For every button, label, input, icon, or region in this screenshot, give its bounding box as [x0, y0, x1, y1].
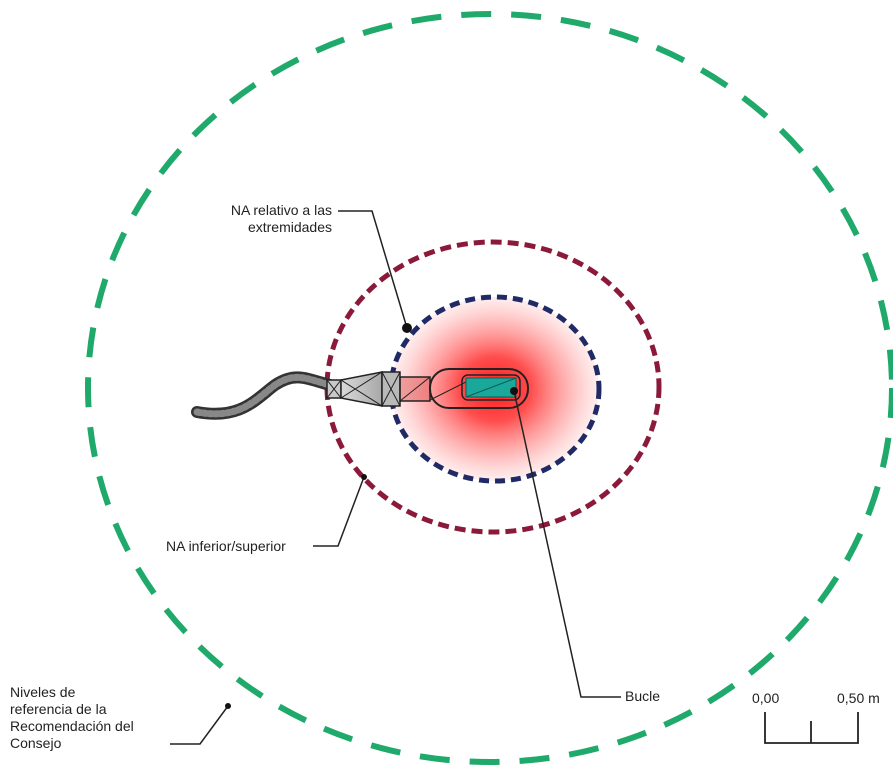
- cable: [191, 371, 339, 420]
- label-na-extremities: NA relativo a las extremidades: [180, 202, 332, 236]
- leader-na-extremities: [338, 210, 408, 329]
- label-na-extremities-line2: extremidades: [247, 219, 332, 235]
- label-na-lower-upper: NA inferior/superior: [166, 538, 286, 554]
- leader-council-reference: [170, 705, 229, 745]
- leader-loop: [513, 390, 621, 698]
- label-council-reference-line3: Recomendación del: [10, 718, 134, 734]
- label-council-reference-line1: Niveles de: [10, 684, 76, 700]
- label-na-extremities-line1: NA relativo a las: [230, 202, 332, 218]
- label-council-reference-line4: Consejo: [10, 735, 62, 751]
- council-reference-ring: [85, 11, 893, 765]
- scale-bar: [764, 712, 859, 744]
- label-loop: Bucle: [625, 688, 661, 704]
- scale-end-label: 0,50 m: [837, 690, 880, 706]
- label-council-reference-line2: referencia de la: [10, 701, 107, 717]
- scale-start-label: 0,00: [752, 690, 780, 706]
- label-council-reference: Niveles de referencia de la Recomendació…: [10, 684, 134, 752]
- leader-lines: [170, 210, 621, 745]
- leader-na-lower-upper: [313, 476, 365, 547]
- na-lower-upper-ring: [324, 239, 662, 535]
- probe: [326, 368, 529, 409]
